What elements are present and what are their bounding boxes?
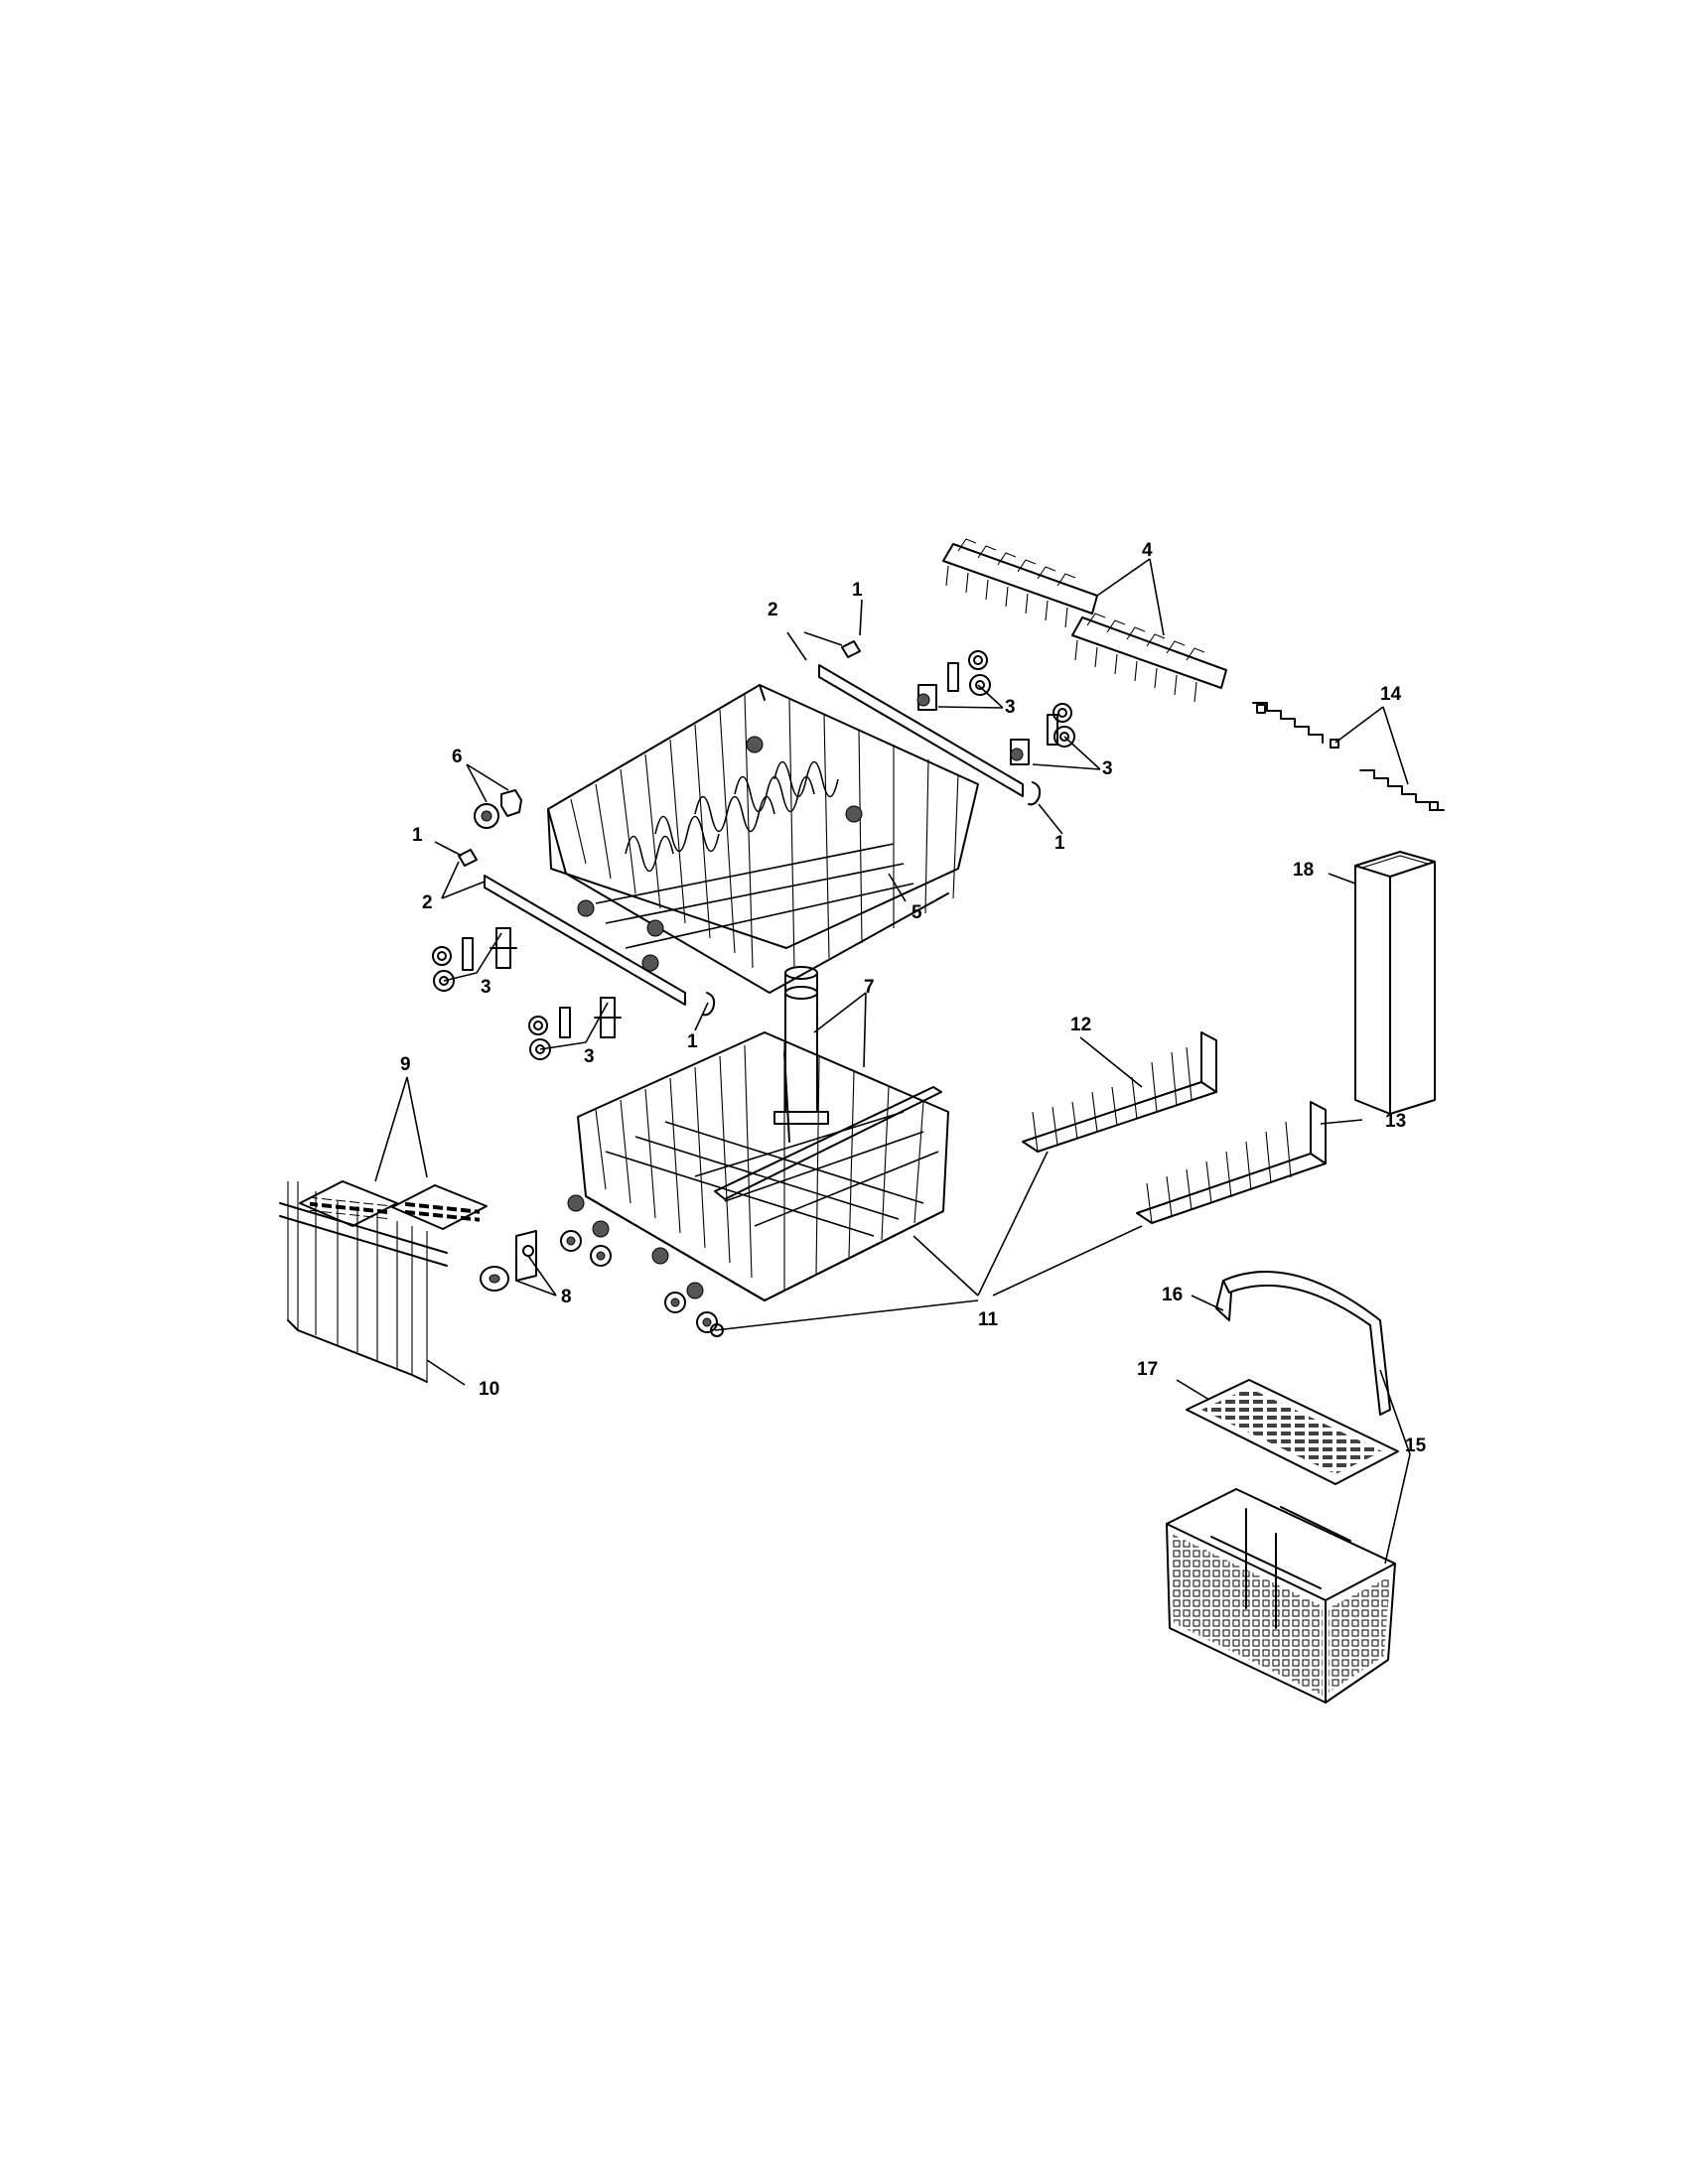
clip-strip <box>1252 702 1445 811</box>
rack-rail-left <box>484 875 686 1006</box>
upper-rack <box>547 684 979 994</box>
rack-rail-right <box>818 664 1024 797</box>
callout-5: 5 <box>912 902 922 923</box>
tine-row-13 <box>1136 1101 1327 1224</box>
tall-bin <box>1354 851 1436 1115</box>
callout-3: 3 <box>481 977 491 998</box>
callout-11: 11 <box>978 1309 999 1330</box>
rack-adjuster <box>474 789 522 829</box>
callout-7: 7 <box>864 977 875 998</box>
callout-1: 1 <box>687 1031 698 1052</box>
rail-end-cap <box>458 640 1042 1017</box>
callout-numbers: 1 2 4 3 3 14 1 6 18 1 2 5 12 7 3 1 3 9 1… <box>400 540 1427 1456</box>
callout-2: 2 <box>422 892 433 913</box>
callout-6: 6 <box>452 747 463 767</box>
callout-12: 12 <box>1070 1015 1091 1035</box>
basket-lid <box>1186 1379 1399 1485</box>
callout-1: 1 <box>1054 833 1065 854</box>
callout-16: 16 <box>1162 1285 1183 1305</box>
callout-14: 14 <box>1380 684 1402 705</box>
rack-rollers-upper <box>916 650 1075 765</box>
callout-15: 15 <box>1405 1435 1427 1456</box>
cutlery-basket <box>1166 1488 1396 1704</box>
callout-9: 9 <box>400 1054 411 1075</box>
rack-rollers-lower <box>432 927 622 1060</box>
callout-18: 18 <box>1293 860 1314 881</box>
cup-shelf-lower <box>1071 613 1227 703</box>
callout-8: 8 <box>561 1287 572 1307</box>
callout-10: 10 <box>479 1379 499 1400</box>
callout-3: 3 <box>1102 758 1113 779</box>
cup-shelf-upper <box>942 538 1098 628</box>
callout-3: 3 <box>1005 697 1016 718</box>
callout-4: 4 <box>1142 540 1153 561</box>
nozzle <box>480 1230 537 1292</box>
wash-tube <box>773 966 829 1125</box>
callout-1: 1 <box>852 580 863 601</box>
basket-handle <box>1215 1271 1391 1416</box>
fold-down-tine <box>299 1180 488 1230</box>
callout-3: 3 <box>584 1046 595 1067</box>
lower-rack <box>567 966 949 1301</box>
tine-row-12 <box>1022 1031 1217 1153</box>
tine-row <box>279 1181 448 1383</box>
callout-1: 1 <box>412 825 423 846</box>
callout-17: 17 <box>1137 1359 1158 1380</box>
callout-2: 2 <box>768 600 778 620</box>
lower-rack-wheels <box>560 1230 724 1337</box>
leader-lines <box>374 558 1411 1565</box>
callout-13: 13 <box>1385 1111 1406 1132</box>
